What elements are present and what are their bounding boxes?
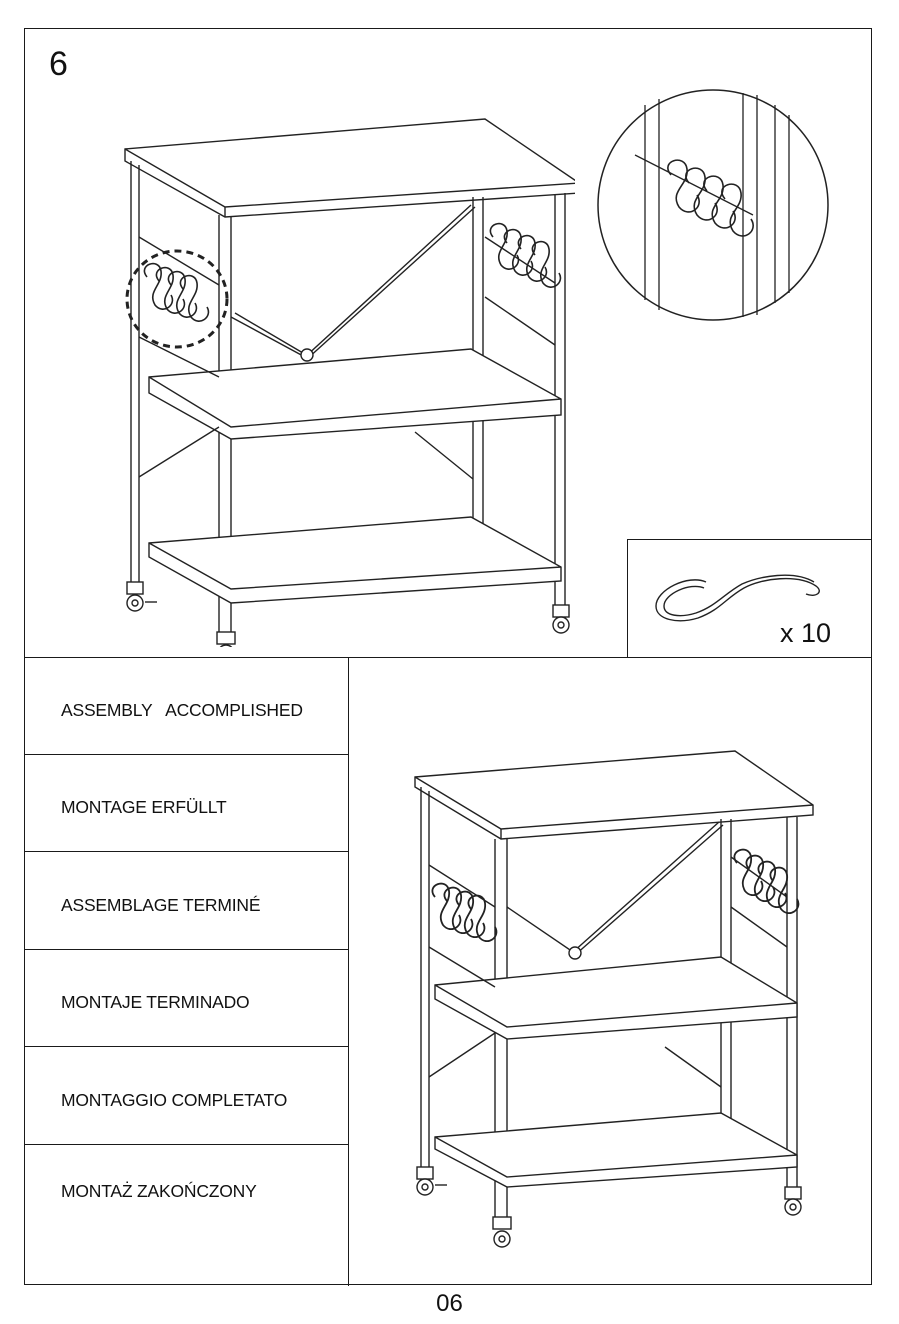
completion-message-en: ASSEMBLY ACCOMPLISHED: [25, 657, 348, 755]
completion-message-es: MONTAJE TERMINADO: [25, 950, 348, 1048]
finished-cart-illustration: [405, 747, 825, 1267]
hook-detail-magnified-view: [593, 85, 833, 325]
completion-message-pl: MONTAŻ ZAKOŃCZONY: [25, 1145, 348, 1286]
completion-message-de: MONTAGE ERFÜLLT: [25, 755, 348, 853]
completion-message-fr: ASSEMBLAGE TERMINÉ: [25, 852, 348, 950]
cart-hook-installation-illustration: [95, 87, 575, 647]
manual-page-frame: 6: [24, 28, 872, 1285]
completion-message-list: ASSEMBLY ACCOMPLISHED MONTAGE ERFÜLLT AS…: [25, 657, 349, 1286]
parts-callout: x 10: [627, 539, 871, 657]
step-number: 6: [49, 45, 68, 84]
completion-panel: ASSEMBLY ACCOMPLISHED MONTAGE ERFÜLLT AS…: [25, 657, 871, 1286]
parts-quantity: x 10: [780, 618, 831, 649]
step-panel: 6: [25, 29, 871, 658]
page-number: 06: [0, 1290, 899, 1318]
completion-message-it: MONTAGGIO COMPLETATO: [25, 1047, 348, 1145]
